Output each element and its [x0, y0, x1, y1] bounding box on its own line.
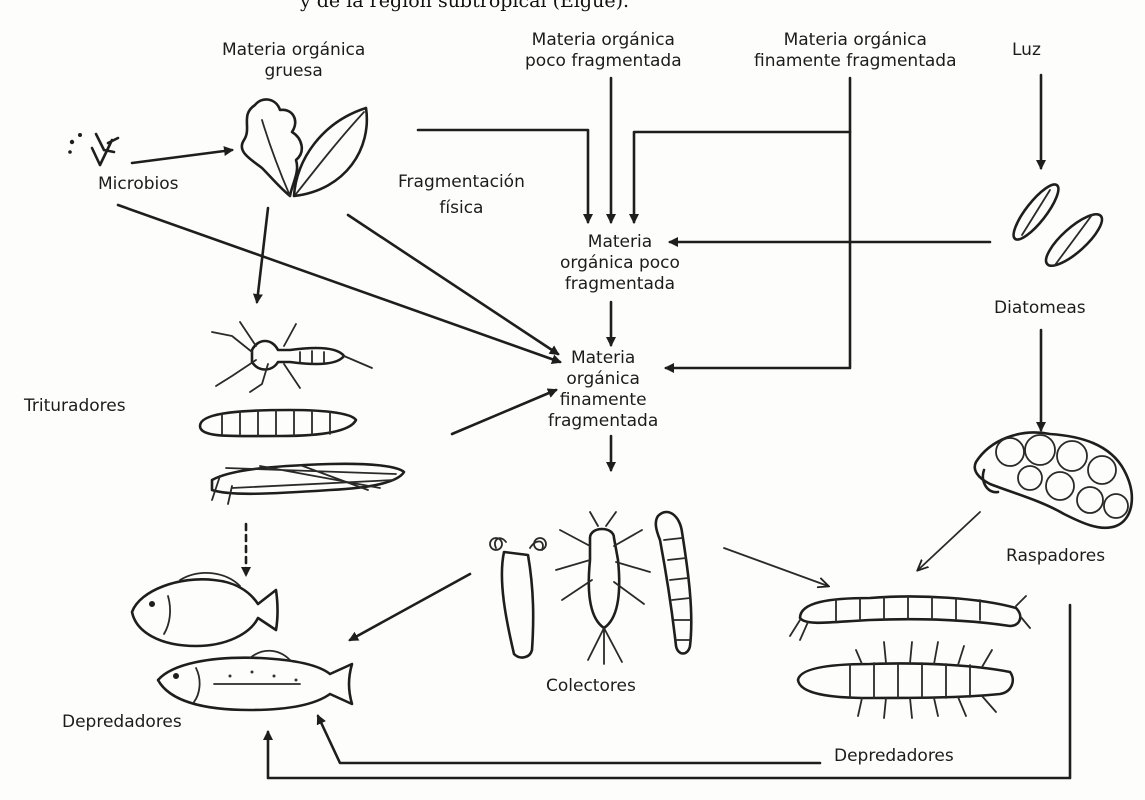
label-line: finamente fragmentada: [754, 51, 957, 72]
arrow-leaves-to-fine-om: [348, 215, 558, 354]
predators-left-icon: [132, 573, 352, 710]
label-line: física: [398, 198, 525, 219]
arrow-collectors-to-fish: [350, 574, 470, 640]
label-collectors: Colectores: [546, 676, 636, 697]
label-line: poco fragmentada: [525, 51, 682, 72]
label-coarse-organic-matter: Materia orgánica gruesa: [222, 40, 365, 82]
diatoms-icon: [1007, 179, 1109, 273]
arrow-predators-right-to-fish: [318, 716, 820, 763]
label-line: Materia orgánica: [222, 40, 365, 61]
label-line: Materia: [560, 232, 680, 253]
label-finely-fragmented-top: Materia orgánica finamente fragmentada: [754, 30, 957, 72]
arrow-microbes-to-leaves: [132, 150, 232, 163]
microbes-icon: [68, 133, 118, 165]
label-microbes: Microbios: [98, 174, 179, 195]
arrow-microbes-to-fine-om: [118, 205, 560, 362]
arrow-fine-top-to-fine-mid: [666, 132, 850, 368]
label-line: orgánica poco: [560, 253, 680, 274]
label-line: gruesa: [222, 61, 365, 82]
scrapers-icon: [975, 432, 1132, 527]
label-scrapers: Raspadores: [1006, 546, 1105, 567]
label-line: Materia orgánica: [525, 30, 682, 51]
arrow-shredders-to-fine-om: [452, 390, 556, 434]
label-poorly-fragmented-top: Materia orgánica poco fragmentada: [525, 30, 682, 72]
leaves-icon: [242, 99, 367, 196]
label-line: fragmentada: [560, 274, 680, 295]
label-line: finamente: [548, 390, 658, 411]
label-light: Luz: [1012, 40, 1041, 61]
label-line: Materia orgánica: [754, 30, 957, 51]
label-predators-left: Depredadores: [62, 712, 182, 733]
label-predators-right: Depredadores: [834, 746, 954, 767]
shredders-icon: [200, 322, 404, 504]
label-finely-fragmented-mid: Materia orgánica finamente fragmentada: [548, 348, 658, 432]
label-diatoms: Diatomeas: [994, 298, 1086, 319]
label-line: Materia: [548, 348, 658, 369]
collectors-icon: [490, 512, 691, 664]
label-shredders: Trituradores: [24, 396, 126, 417]
predators-right-icon: [790, 596, 1030, 718]
arrow-scrapers-to-predators: [918, 512, 980, 570]
label-poorly-fragmented-mid: Materia orgánica poco fragmentada: [560, 232, 680, 295]
label-line: orgánica: [548, 369, 658, 390]
label-line: Fragmentación: [398, 172, 525, 193]
arrow-collectors-to-predators-right: [724, 548, 828, 586]
label-line: fragmentada: [548, 411, 658, 432]
label-physical-fragmentation: Fragmentación física: [398, 172, 525, 219]
arrow-fine-top-to-poorly-mid: [634, 78, 850, 222]
